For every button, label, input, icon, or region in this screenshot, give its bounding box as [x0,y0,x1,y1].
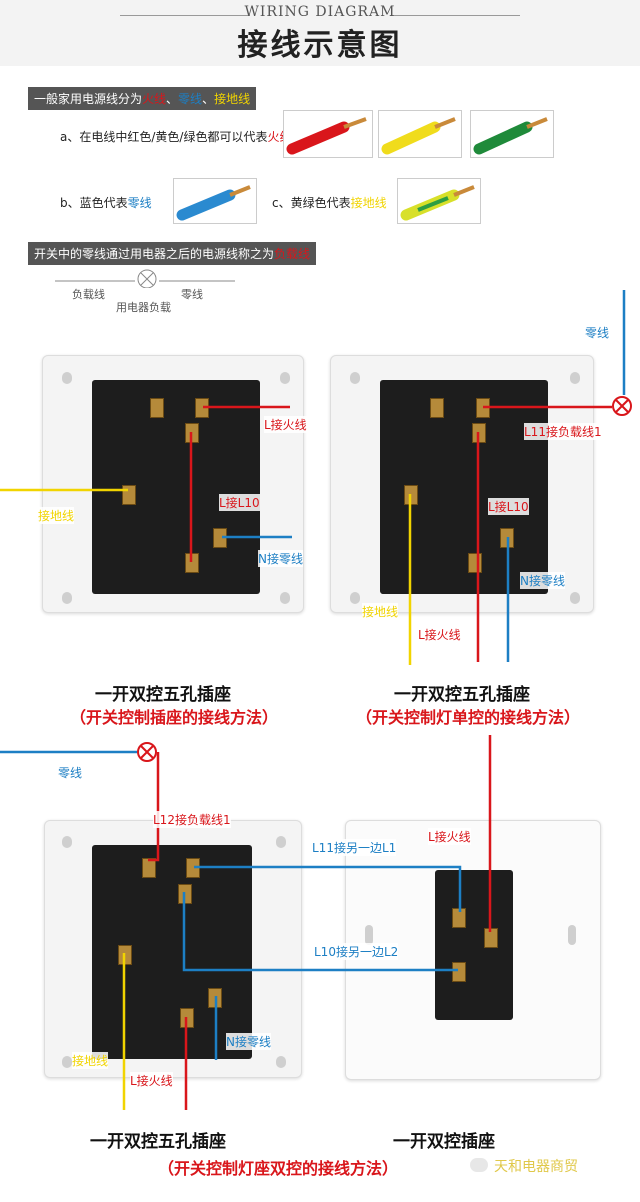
screw-hole [62,372,72,384]
page-title: 接线示意图 [237,28,403,63]
screw-hole [62,836,72,848]
d1-ground-label: 接地线 [38,507,75,524]
wechat-icon [470,1158,488,1172]
title-rule-right [390,15,520,16]
d1-zero-label: N接零线 [258,550,303,567]
d2-caption: 一开双控五孔插座 [394,685,530,705]
d3-ground-label: 接地线 [72,1052,109,1069]
appliance-load-label: 用电器负载 [116,301,171,314]
screw-hole [62,1056,72,1068]
d3-l10-label: L10接另一边L2 [314,943,399,960]
screw-hole [62,592,72,604]
screw-hole [350,592,360,604]
screw-hole [365,925,373,945]
d1-subcaption: （开关控制插座的接线方法） [70,708,279,727]
green-wire-sample [470,110,554,158]
load-circuit-illustration [55,268,245,289]
d3-zero-n-label: N接零线 [226,1033,271,1050]
note-c: c、黄绿色代表接地线 [272,196,387,210]
d1-caption: 一开双控五孔插座 [95,685,231,705]
socket-body-1 [92,380,260,594]
d3-l12-label: L12接负载线1 [153,811,231,828]
d1-fire-label: L接火线 [264,416,307,433]
note-b: b、蓝色代表零线 [60,196,152,210]
red-wire-sample [283,110,373,158]
section2-banner: 开关中的零线通过用电器之后的电源线称之为负载线 [28,242,317,265]
switch-body [435,870,513,1020]
blue-wire-sample [173,178,257,224]
screw-hole [570,592,580,604]
screw-hole [276,1056,286,1068]
d2-ground-label: 接地线 [362,603,399,620]
watermark: 天和电器商贸 [494,1159,578,1175]
screw-hole [276,836,286,848]
title-english: WIRING DIAGRAM [244,4,396,20]
screw-hole [280,372,290,384]
d3-l11-label: L11接另一边L1 [312,839,397,856]
screw-hole [350,372,360,384]
title-band [0,0,640,66]
screw-hole [568,925,576,945]
yellow-wire-sample [378,110,462,158]
yellow-green-wire-sample [397,178,481,224]
d3-fire-label: L接火线 [130,1072,173,1089]
d2-subcaption: （开关控制灯单控的接线方法） [356,708,581,727]
d3-fire-top-label: L接火线 [428,828,471,845]
load-wire-label: 负载线 [72,288,105,301]
section1-banner: 一般家用电源线分为火线、零线、接地线 [28,87,257,110]
zero-wire-label: 零线 [181,288,203,301]
d2-fire-label: L接火线 [418,626,461,643]
d2-zero-label: 零线 [585,324,610,341]
terminal [452,962,466,982]
terminal [150,398,164,418]
d2-l11-label: L11接负载线1 [524,423,602,440]
d3-caption-right: 一开双控插座 [393,1132,495,1152]
d3-subcaption: （开关控制灯座双控的接线方法） [158,1159,399,1178]
screw-hole [280,592,290,604]
d2-l10-label: L接L10 [488,498,529,515]
d2-zero-n-label: N接零线 [520,572,565,589]
terminal [142,858,156,878]
screw-hole [570,372,580,384]
title-rule-left [120,15,250,16]
d3-caption-left: 一开双控五孔插座 [90,1132,226,1152]
d1-l10-label: L接L10 [219,494,260,511]
terminal [430,398,444,418]
d3-zero-label: 零线 [58,764,83,781]
